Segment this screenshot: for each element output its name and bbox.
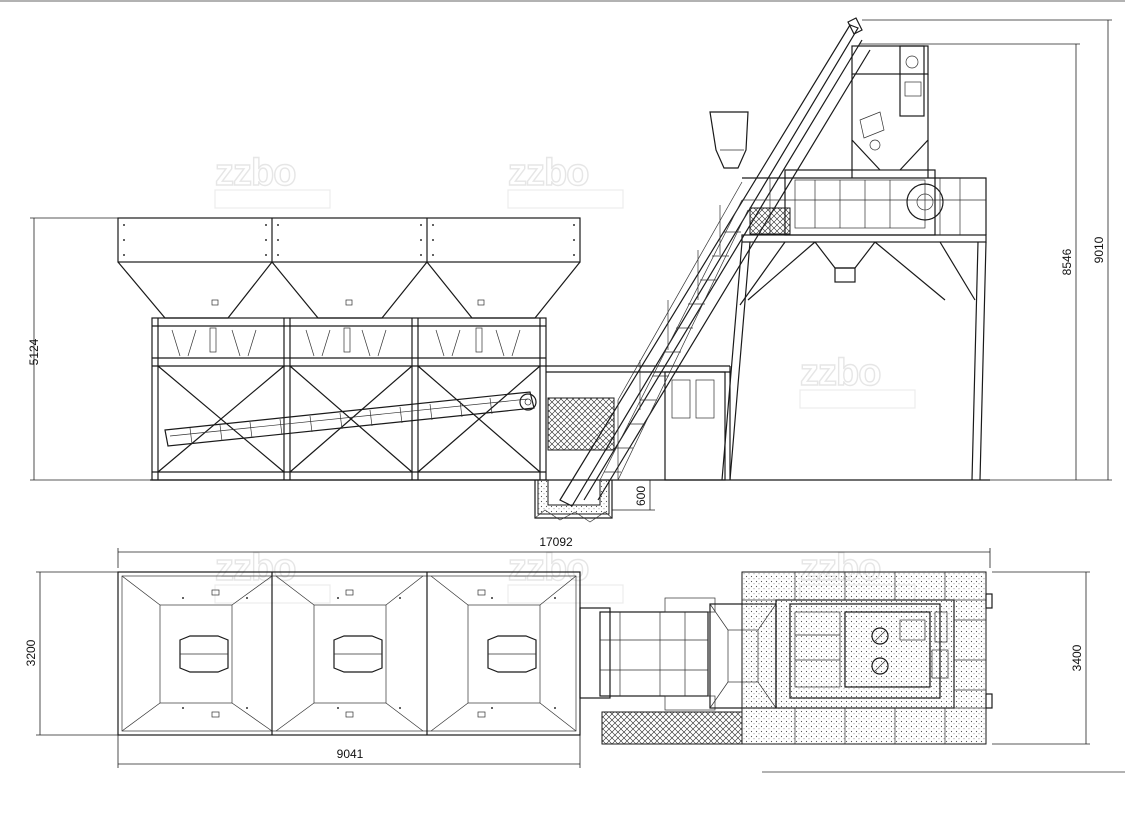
- svg-text:zzbo: zzbo: [215, 152, 295, 194]
- side-elevation: 5124 8546 9010 600: [27, 17, 1112, 523]
- belt-conveyor-side: [164, 391, 537, 447]
- dim-label-9041: 9041: [337, 747, 364, 761]
- dim-label-3400: 3400: [1070, 644, 1084, 671]
- mixer-tower: [709, 45, 987, 481]
- svg-text:zzbo: zzbo: [508, 547, 588, 589]
- dim-pit-depth: 600: [612, 479, 655, 511]
- aggregate-bins-plan: [117, 571, 581, 736]
- dim-label-9010: 9010: [1092, 236, 1106, 263]
- inclined-conveyor: [559, 17, 871, 507]
- watermark-3: zzbo: [799, 351, 916, 409]
- conveyor-plan: [579, 597, 743, 745]
- watermark-1: zzbo: [214, 151, 331, 209]
- dim-label-5124: 5124: [27, 338, 41, 365]
- watermark-2: zzbo: [507, 151, 624, 209]
- watermark-4: zzbo: [214, 546, 331, 604]
- dim-label-8546: 8546: [1060, 248, 1074, 275]
- dim-total-height: 9010: [862, 19, 1112, 481]
- conveyor-pit: [534, 479, 613, 523]
- dim-hopper-length: 9041: [117, 735, 581, 768]
- aggregate-bins-side: [117, 217, 581, 319]
- bin-frame-side: [151, 317, 547, 481]
- dim-total-length: 17092: [117, 535, 991, 568]
- dim-label-600: 600: [634, 486, 648, 506]
- dim-hopper-height: 5124: [27, 217, 150, 481]
- dim-hopper-width: 3200: [24, 571, 118, 736]
- plan-view: 17092: [24, 535, 1125, 773]
- dim-mixer-height: 8546: [860, 43, 1080, 481]
- watermark-5: zzbo: [507, 546, 624, 604]
- svg-text:zzbo: zzbo: [508, 152, 588, 194]
- svg-text:zzbo: zzbo: [800, 352, 880, 394]
- mixer-platform-plan: [741, 571, 993, 745]
- dim-label-3200: 3200: [24, 639, 38, 666]
- dim-label-17092: 17092: [539, 535, 573, 549]
- mesh-guard: [547, 397, 615, 451]
- dim-plant-width: 3400: [992, 571, 1090, 745]
- svg-text:zzbo: zzbo: [215, 547, 295, 589]
